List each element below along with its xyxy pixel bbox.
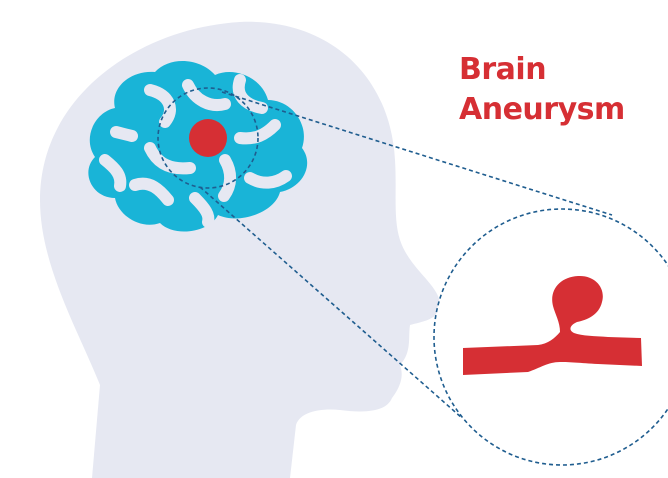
magnified-zoom-circle bbox=[434, 209, 668, 465]
title-line-1: Brain bbox=[459, 50, 625, 90]
aneurysm-dot-icon bbox=[189, 119, 227, 157]
diagram-title: Brain Aneurysm bbox=[459, 50, 625, 130]
title-line-2: Aneurysm bbox=[459, 90, 625, 130]
